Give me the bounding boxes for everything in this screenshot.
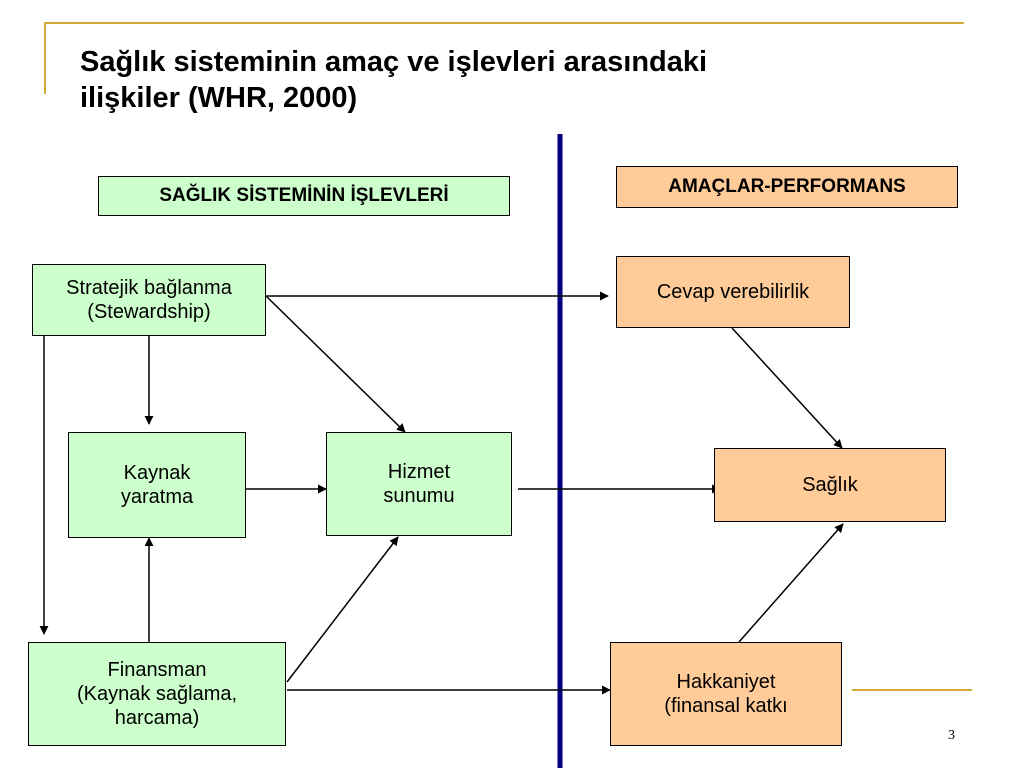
goals-header-label: AMAÇLAR-PERFORMANS xyxy=(668,176,906,197)
page-number: 3 xyxy=(948,728,955,743)
arrow-stewardship-to-service xyxy=(265,295,406,433)
goals-header: AMAÇLAR-PERFORMANS xyxy=(616,166,958,208)
arrow-responsiveness-to-health xyxy=(731,327,843,449)
resource-generation-box: Kaynak yaratma xyxy=(68,432,246,538)
accent-line-left xyxy=(44,22,46,94)
slide-title-line-1: Sağlık sisteminin amaç ve işlevleri aras… xyxy=(80,46,708,78)
functions-header-label: SAĞLIK SİSTEMİNİN İŞLEVLERİ xyxy=(159,185,449,206)
stewardship-label-line-1: Stratejik bağlanma xyxy=(66,277,232,299)
equity-box: Hakkaniyet (finansal katkı xyxy=(610,642,842,746)
resource-generation-label-line-2: yaratma xyxy=(120,486,194,508)
accent-line-bottom xyxy=(852,689,972,691)
financing-label-line-2: (Kaynak sağlama, xyxy=(76,683,238,705)
service-delivery-label-line-2: sunumu xyxy=(383,485,455,507)
health-label: Sağlık xyxy=(802,474,858,496)
functions-header: SAĞLIK SİSTEMİNİN İŞLEVLERİ xyxy=(98,176,510,216)
arrow-equity-to-health xyxy=(738,523,844,643)
resource-generation-label-line-1: Kaynak xyxy=(123,462,191,484)
slide-title: Sağlık sisteminin amaç ve işlevleri aras… xyxy=(80,44,960,116)
responsiveness-label: Cevap verebilirlik xyxy=(656,281,810,303)
financing-label-line-1: Finansman xyxy=(107,659,207,681)
arrow-financing-to-service xyxy=(286,536,399,683)
responsiveness-box: Cevap verebilirlik xyxy=(616,256,850,328)
stewardship-label-line-2: (Stewardship) xyxy=(87,301,211,323)
stewardship-box: Stratejik bağlanma (Stewardship) xyxy=(32,264,266,336)
financing-box: Finansman (Kaynak sağlama, harcama) xyxy=(28,642,286,746)
service-delivery-label-line-1: Hizmet xyxy=(387,461,451,483)
financing-label-line-3: harcama) xyxy=(114,707,200,729)
service-delivery-box: Hizmet sunumu xyxy=(326,432,512,536)
health-box: Sağlık xyxy=(714,448,946,522)
equity-label-line-2: (finansal katkı xyxy=(664,695,788,717)
accent-line-top xyxy=(44,22,964,24)
slide-title-line-2: ilişkiler (WHR, 2000) xyxy=(80,82,358,114)
equity-label-line-1: Hakkaniyet xyxy=(676,671,776,693)
